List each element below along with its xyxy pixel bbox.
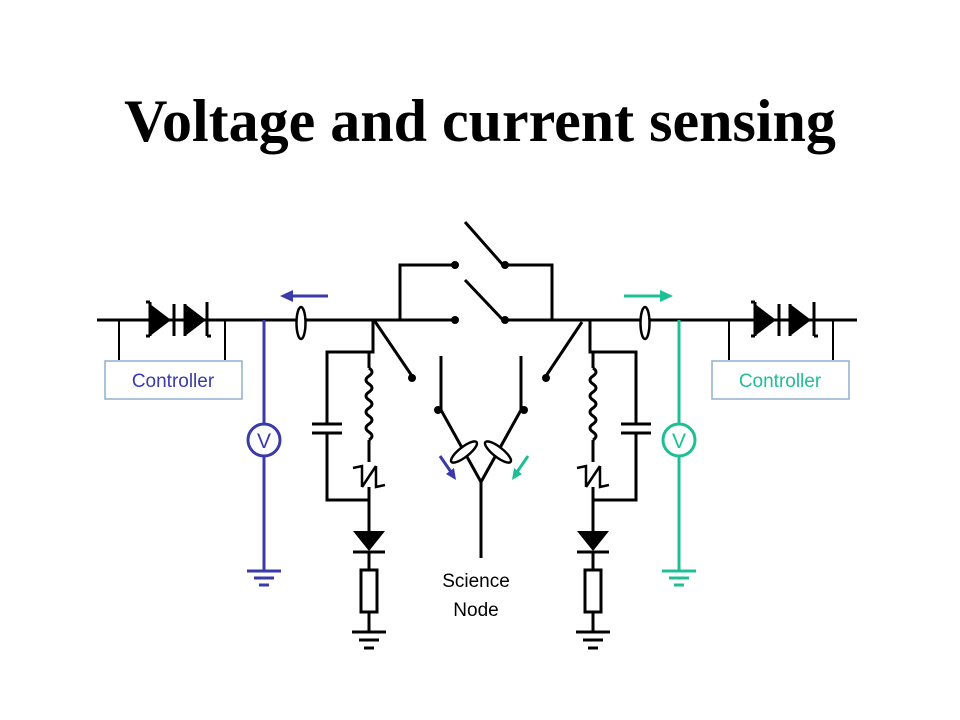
left-voltage-sense: V — [246, 320, 282, 587]
left-current-arrow — [280, 290, 328, 302]
science-node-label-line2: Node — [453, 600, 498, 621]
left-controller: Controller — [104, 320, 243, 400]
node-switches — [372, 319, 584, 558]
node-right-current-arrow — [512, 455, 530, 480]
node-switch-contacts — [408, 374, 550, 414]
left-voltmeter-symbol: V — [257, 430, 271, 453]
right-current-arrow — [624, 290, 673, 302]
right-voltage-sense: V — [661, 320, 697, 587]
science-node-label-line1: Science — [442, 571, 510, 592]
page-title: Voltage and current sensing — [124, 88, 836, 154]
right-shunt-branch — [576, 320, 651, 632]
right-sense-ground-icon — [662, 569, 696, 587]
left-diode-pair — [146, 300, 211, 338]
left-branch-ground-icon — [352, 630, 386, 650]
left-tvs-diode — [353, 531, 385, 554]
right-diode-pair — [751, 300, 818, 338]
left-shunt-branch — [312, 320, 386, 632]
right-tvs-diode — [577, 531, 609, 554]
right-controller: Controller — [711, 320, 850, 400]
right-voltmeter-symbol: V — [672, 430, 686, 453]
right-current-sensor — [639, 305, 651, 341]
right-controller-label: Controller — [739, 371, 822, 392]
right-branch-ground-icon — [576, 630, 610, 650]
left-current-sensor — [295, 305, 307, 341]
node-left-current-sensor — [449, 440, 479, 464]
bypass-switch — [398, 221, 554, 322]
left-sense-ground-icon — [247, 569, 281, 587]
node-right-current-sensor — [483, 440, 513, 464]
left-controller-label: Controller — [132, 371, 215, 392]
node-left-current-arrow — [438, 455, 456, 480]
bypass-switch-contacts — [451, 261, 509, 324]
